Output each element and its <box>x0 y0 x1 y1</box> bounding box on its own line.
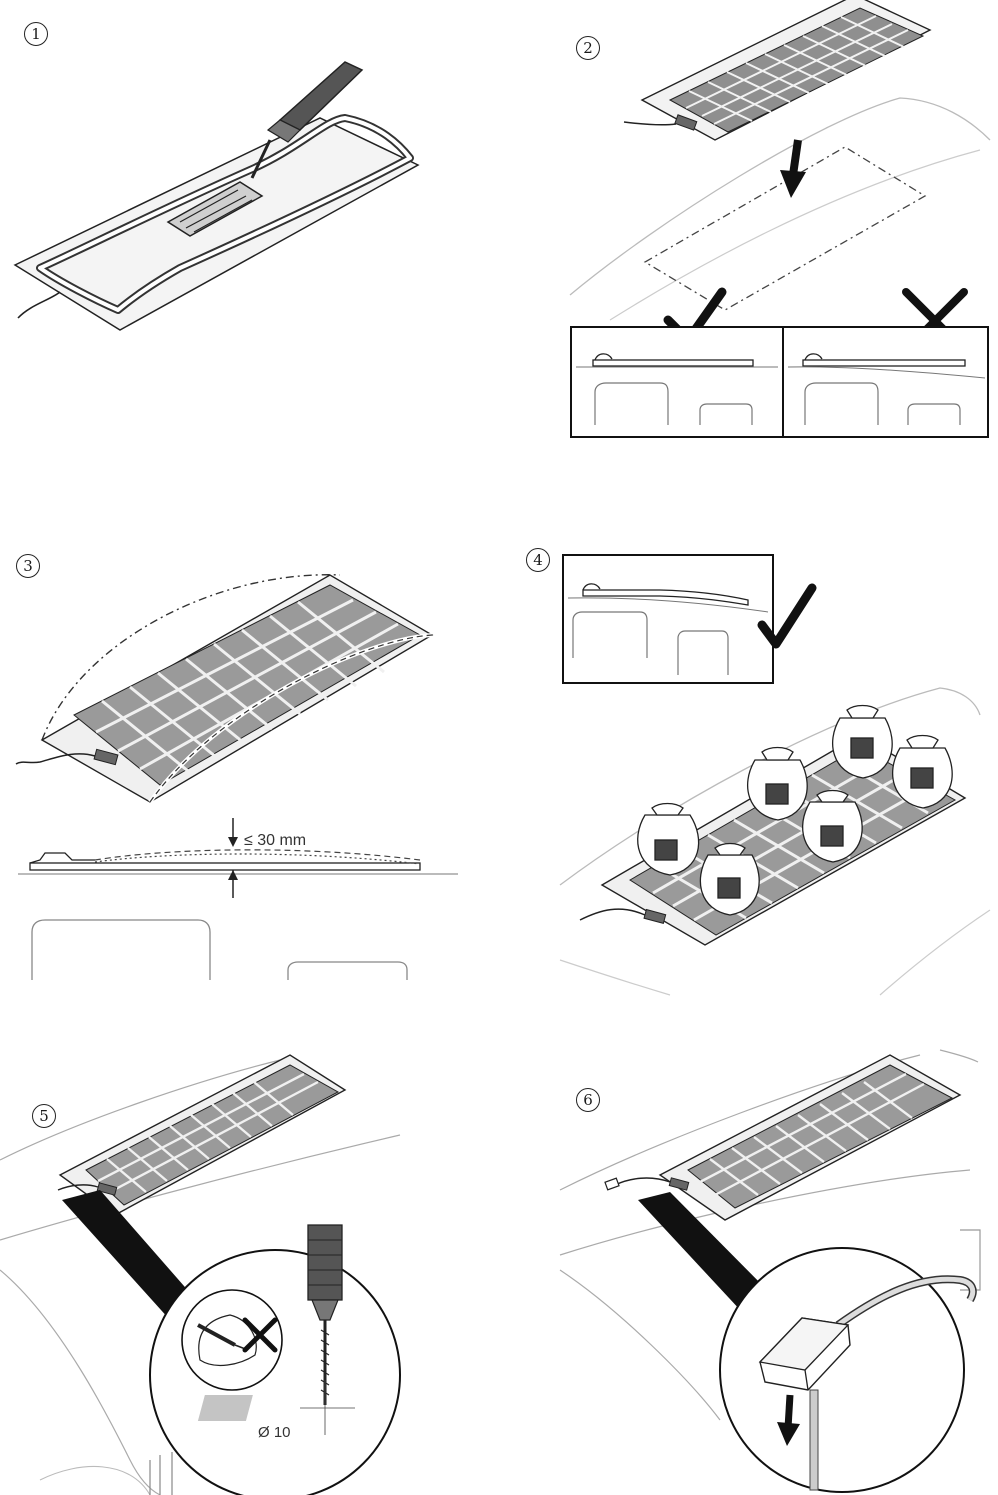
cross-icon <box>242 1317 278 1353</box>
drill-diameter-label: Ø 10 <box>258 1424 291 1441</box>
weight-bag-icon <box>747 746 808 821</box>
cable-entry-housing <box>758 1317 851 1391</box>
solar-panel <box>604 1054 962 1221</box>
solar-panel <box>623 0 932 141</box>
step-5-illustration <box>0 1054 401 1495</box>
zoom-pointer <box>638 1192 772 1312</box>
down-arrow-icon <box>780 139 806 198</box>
detail-box <box>562 554 774 684</box>
zoom-pointer <box>62 1190 198 1320</box>
flexible-solar-panel <box>15 574 434 804</box>
down-arrow-icon <box>777 1394 800 1446</box>
weight-bag-icon <box>699 842 760 916</box>
step-2-number: 2 <box>576 36 600 60</box>
step-4-illustration <box>559 554 991 996</box>
step-5-number: 5 <box>32 1104 56 1128</box>
step-3-number: 3 <box>16 554 40 578</box>
cable <box>17 291 61 319</box>
drill-spot <box>197 1395 253 1421</box>
step-1-illustration <box>13 61 420 331</box>
weight-bag-icon <box>637 802 700 876</box>
step-4-panel: 4 <box>520 540 998 996</box>
drill-icon <box>307 1224 343 1405</box>
caulking-gun-icon <box>250 61 364 179</box>
step-6-panel: 6 <box>520 1040 998 1495</box>
mounting-area <box>643 146 927 311</box>
step-2-panel: 2 <box>500 0 998 450</box>
adhesive-sheet <box>13 117 420 331</box>
wrong-box <box>782 326 989 438</box>
step-6-number: 6 <box>576 1088 600 1112</box>
step-3-panel: 3 <box>0 540 480 990</box>
step-1-number: 1 <box>24 22 48 46</box>
check-icon <box>757 583 817 649</box>
gap-label: ≤ 30 mm <box>244 832 307 849</box>
zoom-circle <box>149 1249 401 1495</box>
step-3-illustration <box>15 574 458 980</box>
step-2-illustration <box>569 0 991 438</box>
weight-bag-icon <box>892 734 953 809</box>
weight-bag-icon <box>802 789 863 863</box>
step-6-illustration <box>559 1049 981 1493</box>
adhesive-pad <box>166 181 264 237</box>
correct-box <box>570 326 784 438</box>
solar-panel <box>57 1054 347 1216</box>
step-4-number: 4 <box>526 548 550 572</box>
weight-bag-icon <box>832 704 893 779</box>
step-5-panel: 5 <box>0 1040 480 1495</box>
step-1-panel: 1 <box>0 0 480 360</box>
